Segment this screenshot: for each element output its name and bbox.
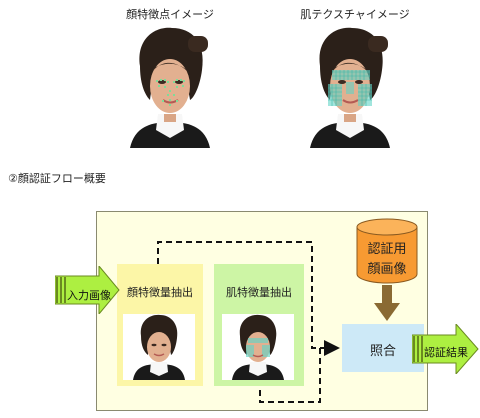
face-feature-points-photo	[112, 24, 228, 150]
flow-section-title: ②顔認証フロー概要	[8, 172, 106, 185]
auth-face-database-label-2: 顔画像	[367, 262, 407, 277]
skin-feature-extraction-label: 肌特徴量抽出	[226, 286, 292, 299]
input-image-label: 入力画像	[67, 289, 111, 302]
auth-face-database-label-1: 認証用	[367, 242, 407, 257]
auth-result-arrow	[412, 324, 479, 374]
face-feature-extraction-box: 顔特徴量抽出	[117, 264, 203, 386]
skin-feature-extraction-box: 肌特徴量抽出	[214, 264, 304, 386]
auth-face-database-icon	[356, 218, 418, 284]
skin-texture-grid	[328, 70, 372, 106]
skin-feature-small-photo	[222, 314, 294, 380]
caption-skin-texture: 肌テクスチャイメージ	[300, 8, 410, 21]
auth-result-label: 認証結果	[424, 346, 468, 359]
db-to-match-arrow	[374, 285, 400, 321]
match-label: 照合	[369, 344, 396, 359]
caption-face-feature-points: 顔特徴点イメージ	[126, 8, 214, 21]
input-image-arrow	[55, 266, 120, 314]
face-feature-small-photo	[123, 314, 195, 380]
match-box: 照合	[342, 324, 424, 372]
feature-point-markers	[156, 79, 185, 106]
face-feature-extraction-label: 顔特徴量抽出	[127, 286, 193, 299]
skin-texture-photo	[292, 24, 408, 150]
dashed-path-skin-feature	[259, 348, 321, 403]
